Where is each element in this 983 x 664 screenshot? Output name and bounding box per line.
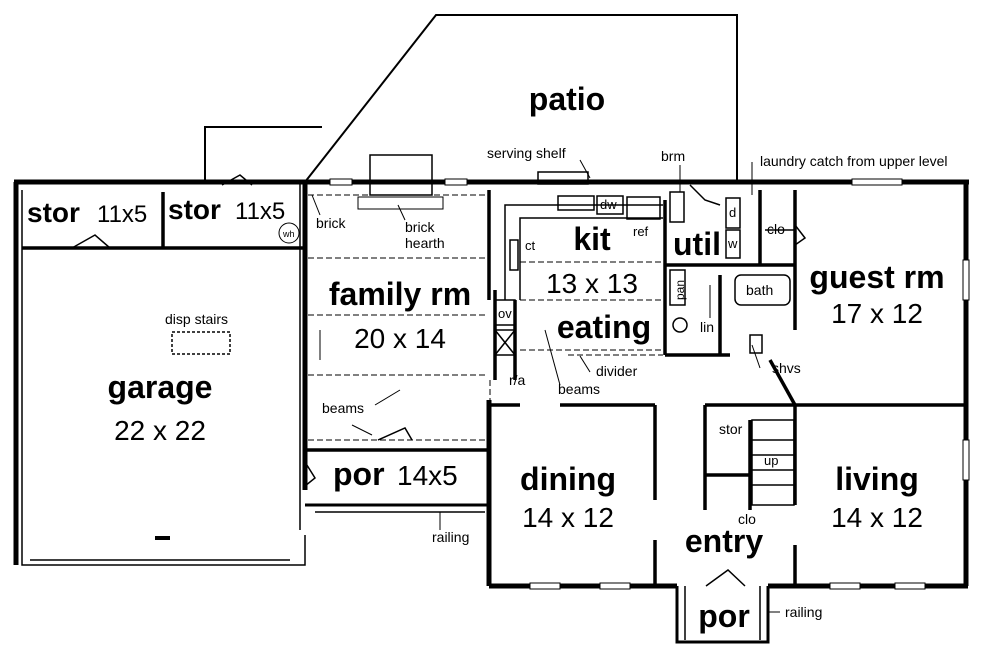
windows — [329, 178, 970, 590]
kitchen-dims: 13 x 13 — [546, 268, 638, 299]
cooktop-label: ct — [525, 238, 536, 253]
laundry-label: laundry catch from upper level — [760, 153, 948, 169]
front-porch-label: por — [698, 598, 750, 634]
brm-label: brm — [661, 148, 685, 164]
return-air-label: r/a — [509, 372, 526, 388]
entry-closet-label: clo — [738, 511, 756, 527]
beams-family-label: beams — [322, 400, 364, 416]
linen-label: lin — [700, 319, 714, 335]
exterior-walls — [13, 179, 969, 589]
shelves-label: shvs — [772, 360, 801, 376]
front-railing-label: railing — [785, 604, 822, 620]
entry-label: entry — [685, 523, 763, 559]
living-dims: 14 x 12 — [831, 502, 923, 533]
stor-2-dims: 11x5 — [235, 198, 285, 225]
utility-label: util — [673, 226, 721, 262]
disp-stairs-label: disp stairs — [165, 311, 228, 327]
dining-dims: 14 x 12 — [522, 502, 614, 533]
stor-1-label: stor — [27, 197, 80, 228]
guest-room-label: guest rm — [809, 259, 944, 295]
guest-closet-label: clo — [767, 221, 785, 237]
family-room-label: family rm — [329, 276, 471, 312]
side-railing-label: railing — [432, 529, 469, 545]
stor-2-label: stor — [168, 194, 221, 225]
oven-label: ov — [498, 306, 512, 321]
dining-label: dining — [520, 461, 616, 497]
beams-kitchen-label: beams — [558, 381, 600, 397]
serving-shelf-label: serving shelf — [487, 145, 566, 161]
garage-outline — [21, 182, 306, 566]
living-label: living — [835, 461, 919, 497]
leader-lines — [311, 159, 780, 613]
patio-label: patio — [529, 81, 605, 117]
divider-label: divider — [596, 363, 638, 379]
pantry-label: pan — [673, 280, 687, 300]
kitchen-label: kit — [573, 221, 611, 257]
side-porch-label: por — [333, 456, 385, 492]
brick-label: brick — [316, 215, 347, 231]
family-room-dims: 20 x 14 — [354, 323, 446, 354]
doors — [71, 174, 807, 587]
water-heater-label: wh — [282, 229, 295, 239]
side-porch — [305, 503, 489, 513]
dryer-label: d — [729, 205, 736, 220]
patio-outline — [204, 14, 738, 183]
garage-dims: 22 x 22 — [114, 415, 206, 446]
refrigerator-label: ref — [633, 224, 649, 239]
bath-label: bath — [746, 282, 773, 298]
garage-label: garage — [108, 369, 213, 405]
up-label: up — [764, 453, 778, 468]
kitchen-counter — [504, 191, 685, 300]
fixtures — [155, 154, 795, 540]
dishwasher-label: dw — [600, 197, 617, 212]
eating-label: eating — [557, 309, 651, 345]
stor-1-dims: 11x5 — [97, 201, 147, 228]
front-porch — [675, 586, 770, 644]
entry-stor-label: stor — [719, 421, 743, 437]
washer-label: w — [727, 236, 738, 251]
side-porch-dims: 14x5 — [397, 460, 458, 491]
beams-lines — [308, 194, 663, 441]
guest-room-dims: 17 x 12 — [831, 298, 923, 329]
